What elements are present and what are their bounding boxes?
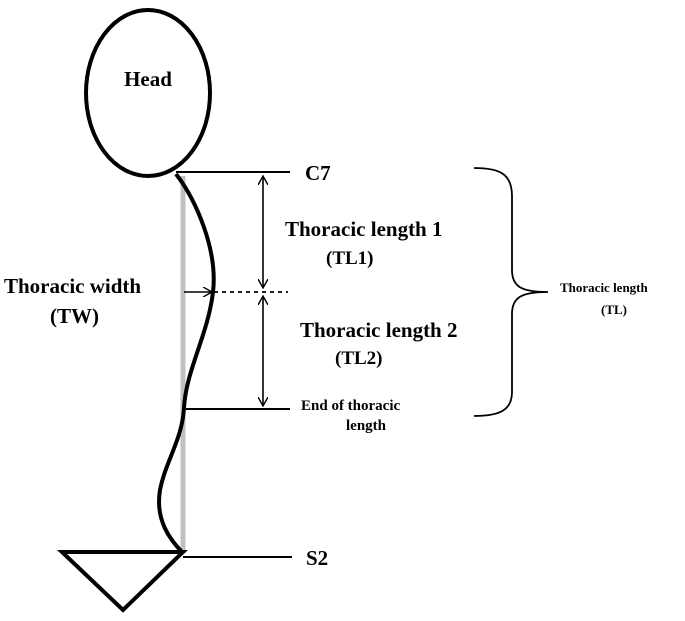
spine-curve [157,172,216,555]
tw-abbrev-label: (TW) [50,304,99,328]
end-of-thoracic-label-line2: length [346,418,387,434]
tl2-abbrev-label: (TL2) [335,348,383,369]
thoracic-length-total-label: Thoracic length [560,280,649,295]
head-shape [84,8,212,178]
thoracic-width-label: Thoracic width [4,274,141,298]
head-label: Head [124,67,172,91]
end-of-thoracic-label: End of thoracic [301,398,401,414]
s2-label: S2 [306,546,328,570]
sacrum-triangle [56,550,188,613]
thoracic-length-1-label: Thoracic length 1 [285,217,443,241]
thoracic-length-brace [473,167,549,417]
tl1-abbrev-label: (TL1) [326,248,374,269]
thoracic-length-2-label: Thoracic length 2 [300,318,458,342]
tl-abbrev-label: (TL) [601,302,627,317]
c7-label: C7 [305,161,331,185]
